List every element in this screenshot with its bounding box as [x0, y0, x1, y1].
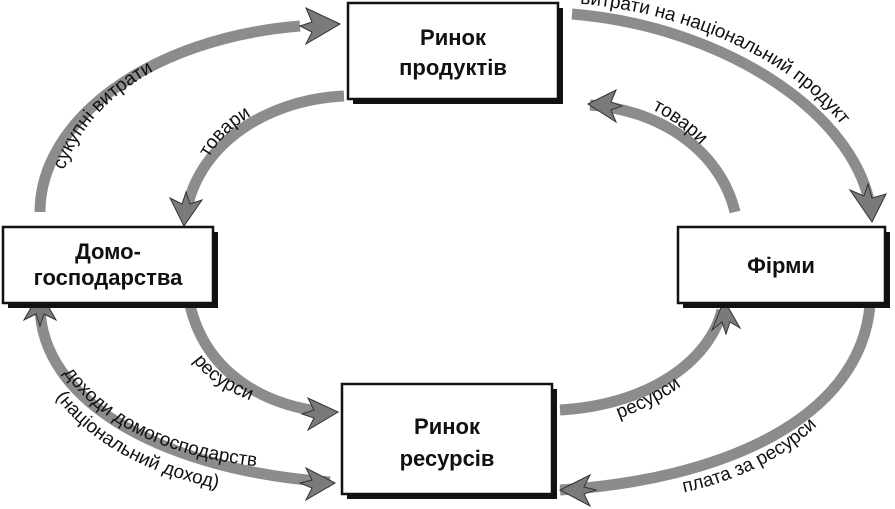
- arrow-head-icon: [586, 88, 624, 124]
- arrow-head-icon: [848, 182, 887, 223]
- arrow-head-icon: [168, 190, 204, 227]
- arrow-head-icon: [298, 6, 342, 46]
- arrow-head-icon: [558, 473, 598, 508]
- resource-market-label-line1: Ринок: [414, 414, 481, 439]
- arrow-head-icon: [710, 298, 742, 336]
- households-label-line1: Домо-: [75, 239, 141, 264]
- arrow-head-icon: [300, 396, 340, 432]
- resource-payments-label: плата за ресурси: [680, 414, 820, 497]
- product-market-label-line2: продуктів: [399, 55, 507, 80]
- goods-from-firms-band: [590, 105, 735, 212]
- arrow-head-icon: [298, 466, 337, 502]
- product-market-node: Ринок продуктів: [346, 1, 563, 104]
- firms-label: Фірми: [747, 253, 815, 278]
- firms-node: Фірми: [676, 225, 890, 308]
- arrow-heads: [22, 6, 887, 508]
- resource-market-node: Ринок ресурсів: [340, 382, 557, 499]
- households-label-line2: господарства: [34, 265, 184, 290]
- resource-market-label-line2: ресурсів: [400, 446, 495, 471]
- aggregate-spending-label: сукупні витрати: [49, 57, 156, 172]
- product-market-label-line1: Ринок: [420, 25, 487, 50]
- arrow-head-icon: [22, 290, 58, 328]
- households-node: Домо- господарства: [1, 225, 218, 308]
